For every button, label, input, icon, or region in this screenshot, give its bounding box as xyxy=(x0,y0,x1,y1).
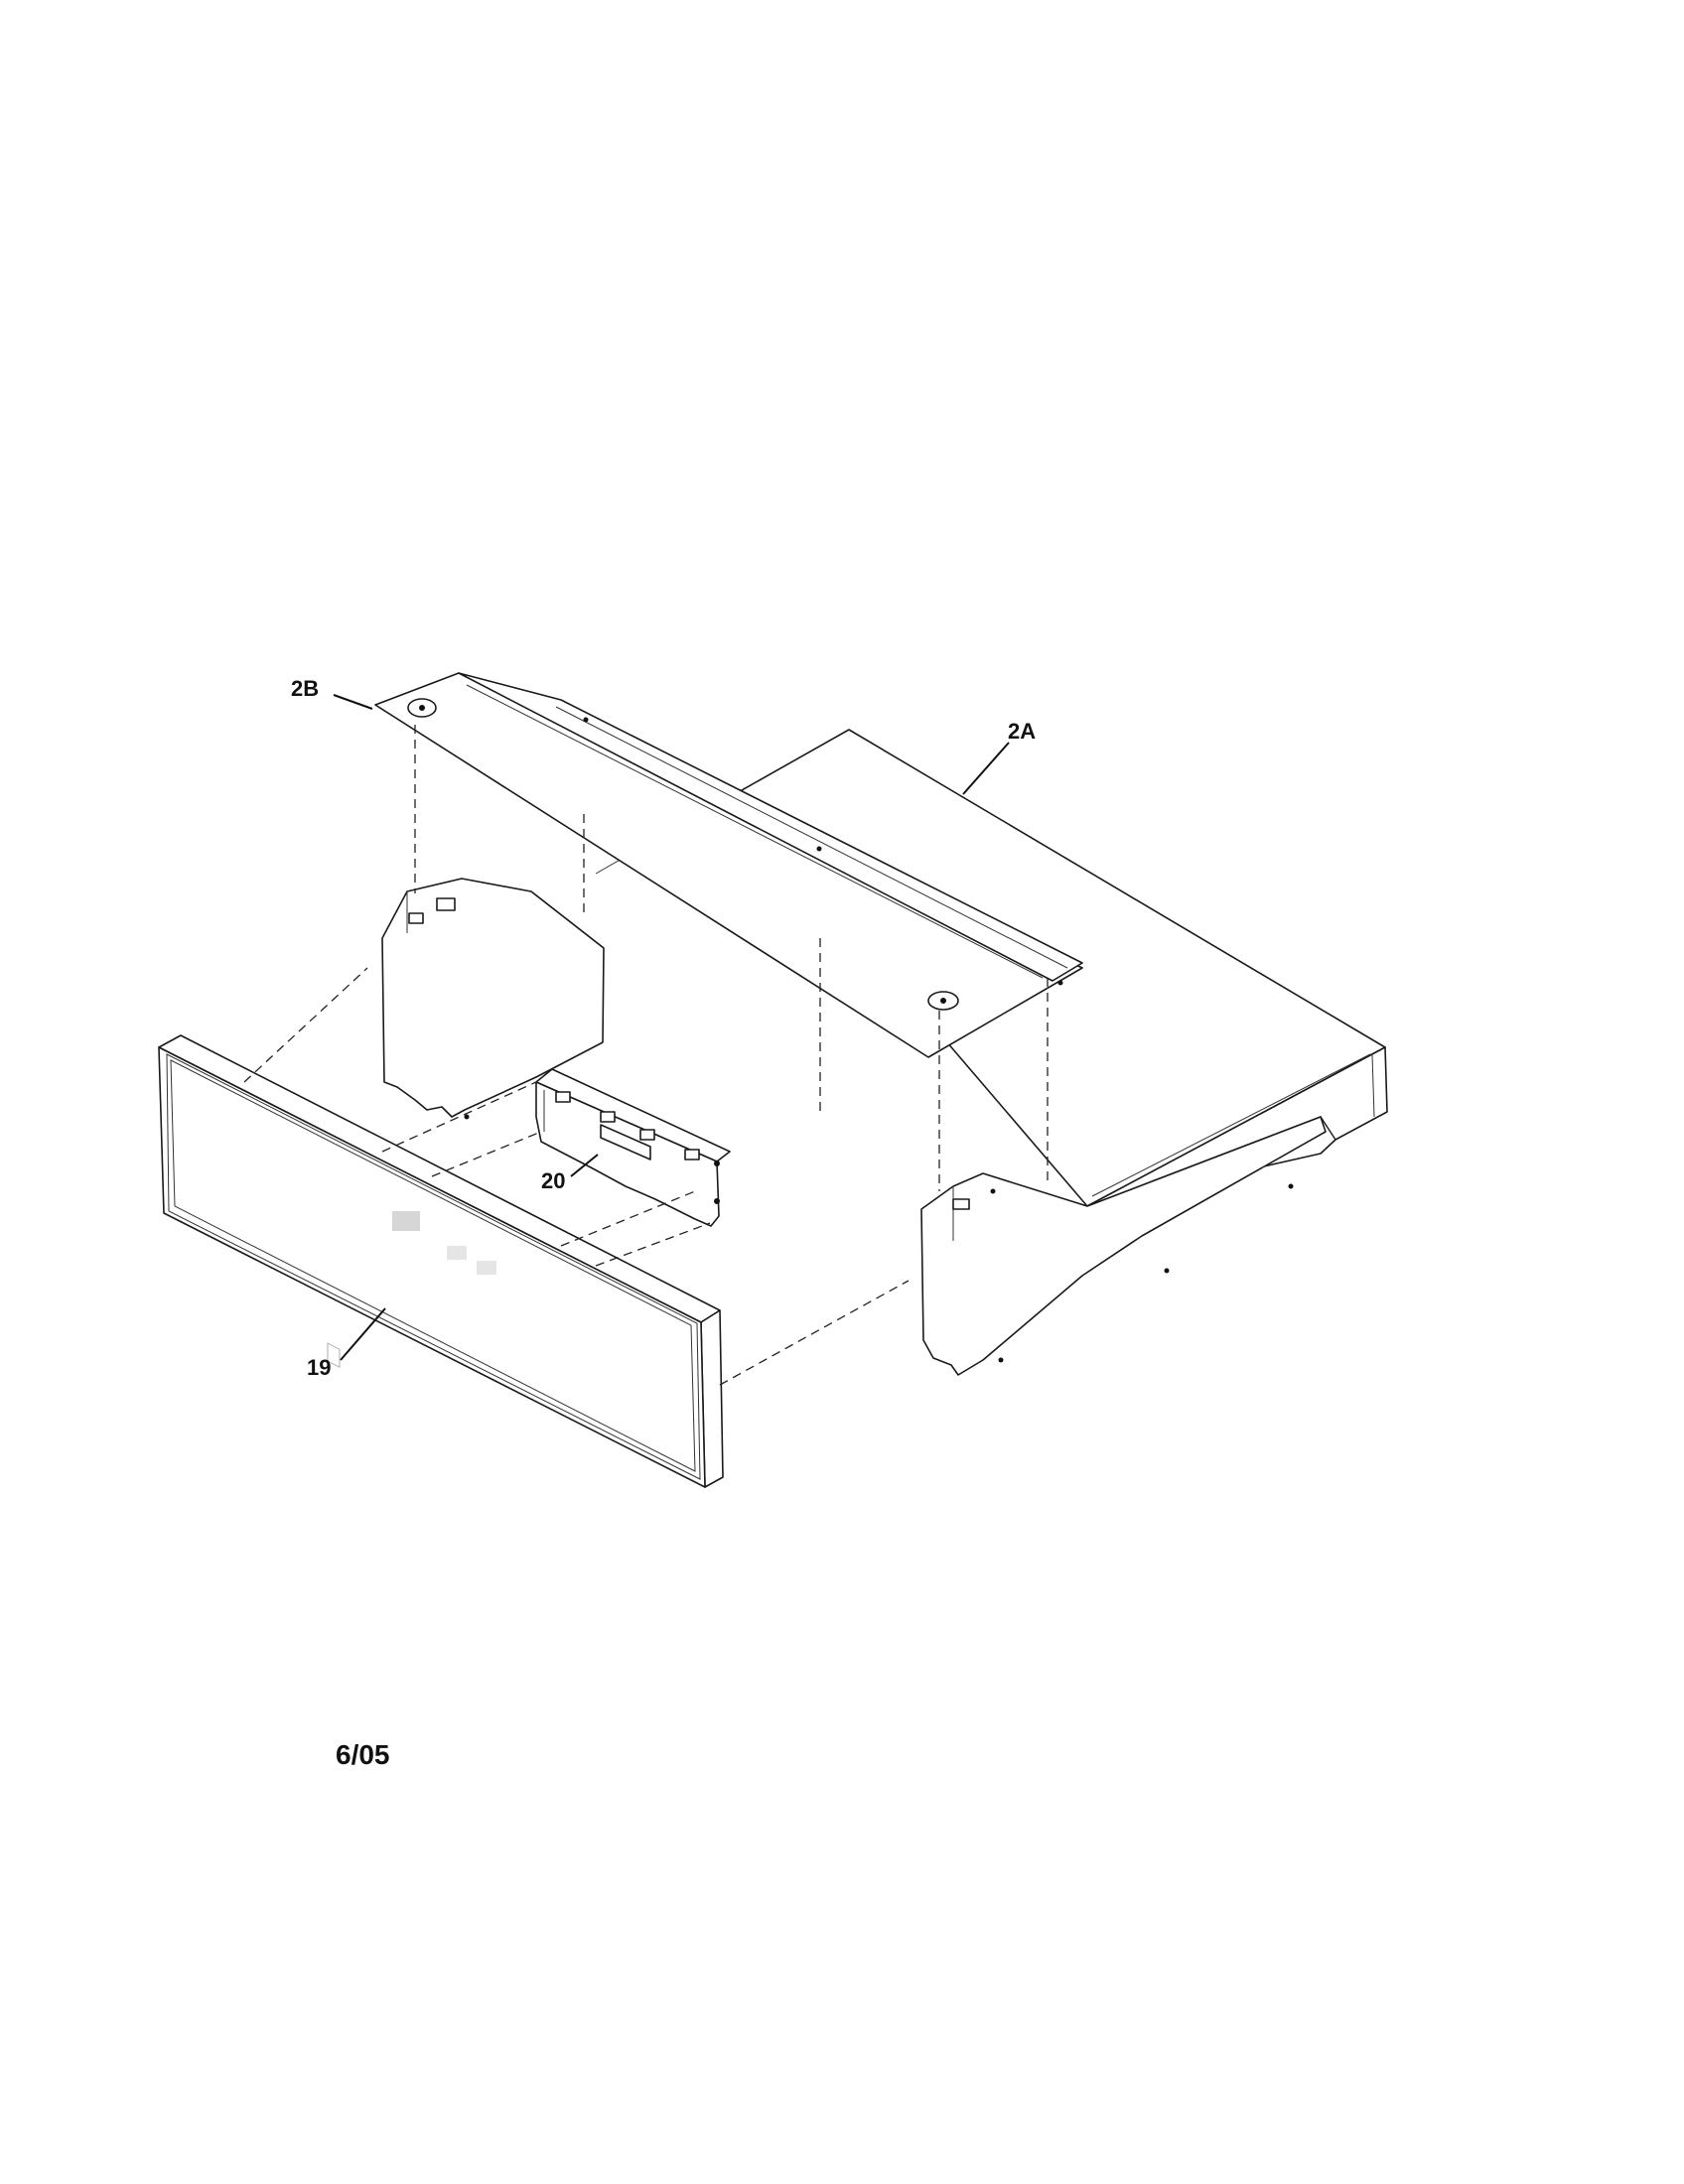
part-20-control-board xyxy=(535,1068,731,1227)
part-19-front-bezel xyxy=(158,1034,724,1488)
assembly-dashed-lines xyxy=(243,725,1049,1386)
callout-leaders xyxy=(333,694,1010,1361)
right-side-bracket xyxy=(920,1116,1327,1376)
callout-2b: 2B xyxy=(291,676,319,701)
callout-20: 20 xyxy=(541,1168,565,1193)
left-side-bracket xyxy=(381,878,605,1120)
part-2b-top-trim xyxy=(374,672,1083,1058)
revision-date: 6/05 xyxy=(336,1739,390,1770)
callout-19: 19 xyxy=(307,1355,331,1380)
bezel-display-markings xyxy=(327,1211,496,1369)
callout-2a: 2A xyxy=(1008,719,1036,744)
